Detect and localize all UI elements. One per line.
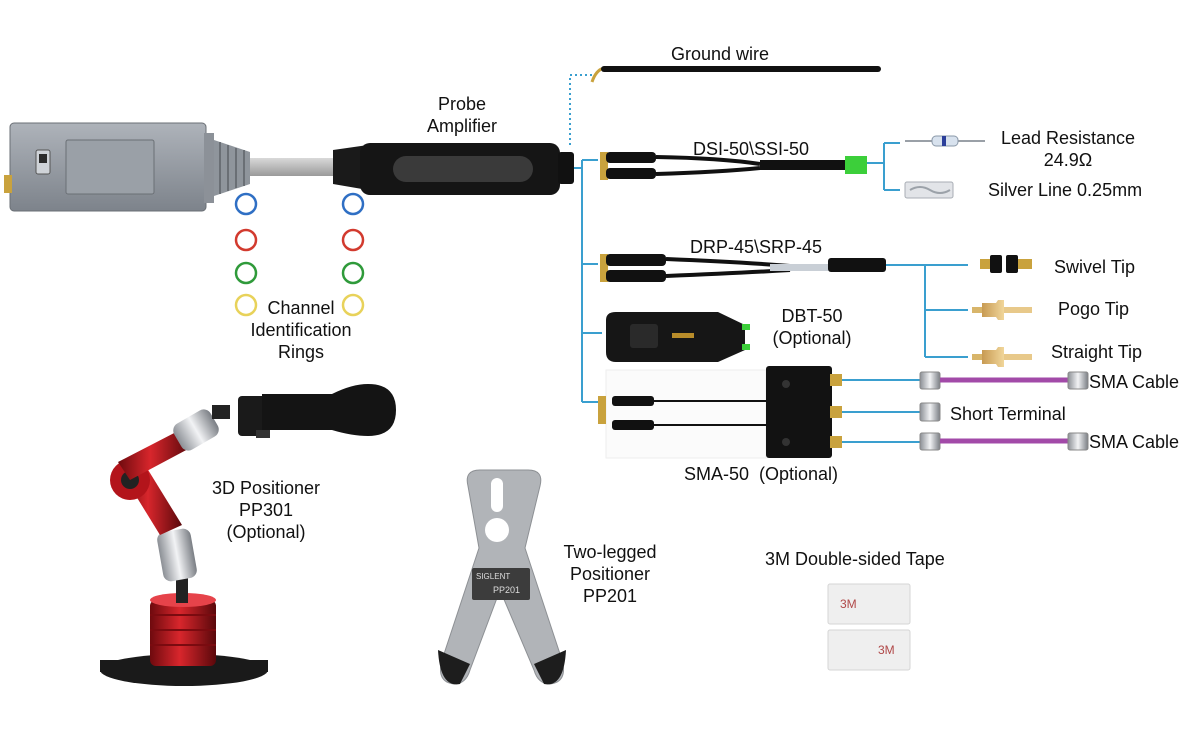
tape-print-mark-2: 3M bbox=[878, 643, 895, 657]
two-legged-positioner-label-line3: PP201 bbox=[582, 586, 638, 606]
dbt-label: DBT-50 (Optional) bbox=[760, 305, 864, 349]
3d-positioner-label: 3D Positioner PP301 (Optional) bbox=[196, 477, 336, 543]
probe-amplifier-label-line2: Amplifier bbox=[426, 116, 497, 136]
pp201-brand-mark: SIGLENT bbox=[476, 572, 511, 581]
channel-rings-label-line3: Rings bbox=[277, 342, 325, 362]
lead-resistance-label-line2: 24.9Ω bbox=[1043, 150, 1093, 170]
dbt-label-line1: DBT-50 bbox=[781, 306, 843, 326]
sma-cable-bottom-label: SMA Cable bbox=[1089, 432, 1180, 452]
silver-line-label: Silver Line 0.25mm bbox=[988, 180, 1143, 200]
3d-positioner-part bbox=[100, 384, 396, 686]
two-legged-positioner-label: Two-legged Positioner PP201 bbox=[548, 541, 672, 607]
sma-cable-bottom-part bbox=[919, 432, 1089, 451]
sma-cable-top-part bbox=[919, 371, 1089, 390]
pogo-tip-part bbox=[972, 300, 1032, 320]
3d-positioner-label-line2: PP301 bbox=[238, 500, 294, 520]
lead-resistance-label: Lead Resistance 24.9Ω bbox=[988, 127, 1148, 171]
two-legged-positioner-label-line1: Two-legged bbox=[563, 542, 657, 562]
pogo-tip-label: Pogo Tip bbox=[1058, 299, 1130, 319]
probe-cable bbox=[214, 140, 335, 196]
probe-interface-box bbox=[4, 122, 214, 212]
sma50-label: SMA-50 (Optional) bbox=[684, 464, 839, 484]
ground-wire-label: Ground wire bbox=[671, 44, 770, 64]
tape-label: 3M Double-sided Tape bbox=[765, 549, 945, 569]
ground-wire bbox=[590, 66, 881, 83]
3d-positioner-label-line1: 3D Positioner bbox=[211, 478, 321, 498]
probe-amplifier-label-line1: Probe bbox=[437, 94, 487, 114]
lead-resistance-part bbox=[905, 135, 985, 147]
channel-rings-label: Channel Identification Rings bbox=[234, 297, 368, 363]
dbt-50-part bbox=[606, 312, 750, 362]
channel-rings-left bbox=[234, 192, 258, 317]
straight-tip-part bbox=[972, 347, 1032, 367]
lead-resistance-label-line1: Lead Resistance bbox=[1000, 128, 1136, 148]
tape-print-mark-1: 3M bbox=[840, 597, 857, 611]
probe-amplifier bbox=[333, 143, 574, 195]
sma-50-part bbox=[598, 366, 842, 459]
two-legged-positioner-label-line2: Positioner bbox=[569, 564, 651, 584]
dsi-50-adapter bbox=[600, 152, 867, 180]
swivel-tip-part bbox=[980, 255, 1032, 273]
sma-cable-top-label: SMA Cable bbox=[1089, 372, 1180, 392]
dsi-ssi-label: DSI-50\SSI-50 bbox=[693, 139, 810, 159]
double-sided-tape-part bbox=[827, 583, 911, 671]
swivel-tip-label: Swivel Tip bbox=[1054, 257, 1136, 277]
short-terminal-label: Short Terminal bbox=[950, 404, 1066, 424]
silver-line-part bbox=[904, 181, 954, 199]
pp201-model-mark: PP201 bbox=[493, 585, 521, 595]
probe-amplifier-label: Probe Amplifier bbox=[410, 93, 514, 137]
channel-rings-right bbox=[341, 192, 365, 317]
channel-rings-label-line2: Identification bbox=[250, 320, 352, 340]
drp-srp-label: DRP-45\SRP-45 bbox=[690, 237, 823, 257]
connector-lines bbox=[574, 142, 968, 443]
straight-tip-label: Straight Tip bbox=[1051, 342, 1143, 362]
3d-positioner-label-line3: (Optional) bbox=[226, 522, 306, 542]
channel-rings-label-line1: Channel bbox=[267, 298, 335, 318]
two-legged-positioner-part bbox=[438, 469, 566, 685]
drp-45-adapter bbox=[600, 254, 886, 282]
short-terminal-part bbox=[919, 402, 941, 422]
dbt-label-line2: (Optional) bbox=[772, 328, 852, 348]
